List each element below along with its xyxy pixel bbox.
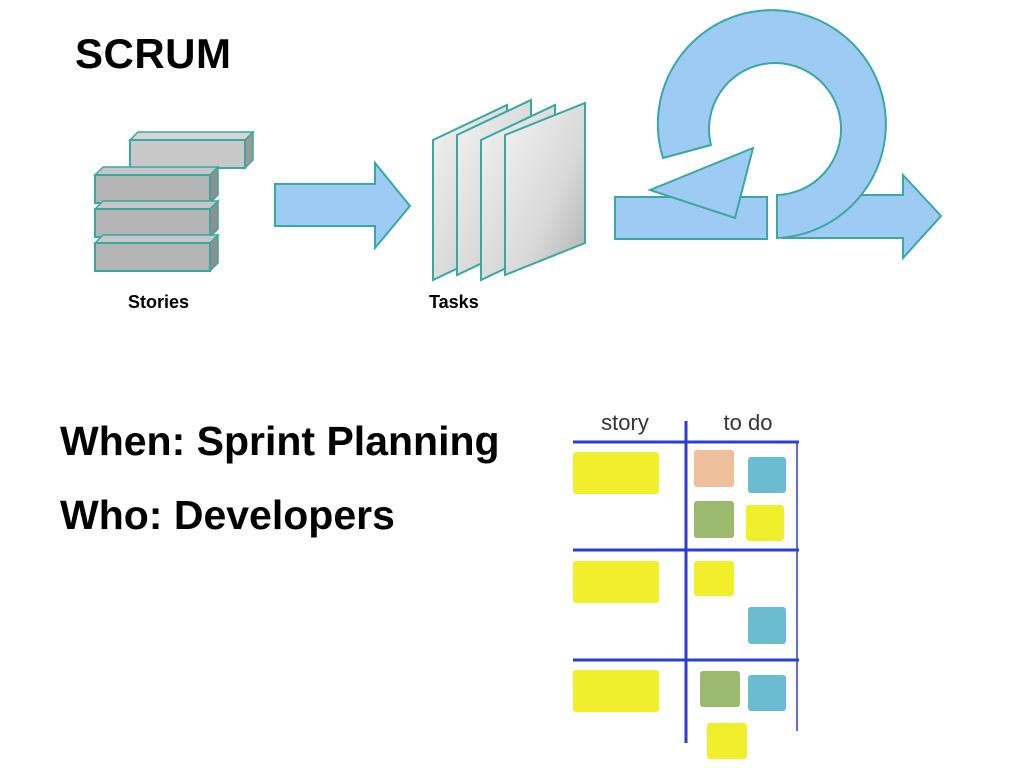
task-sticky-note — [707, 723, 747, 759]
task-sticky-note — [694, 561, 734, 596]
page-title: SCRUM — [75, 30, 232, 77]
task-sticky-note — [700, 671, 740, 707]
story-sticky-note — [573, 561, 659, 603]
story-column-header: story — [601, 410, 649, 435]
when-text: When: Sprint Planning — [60, 418, 500, 464]
task-sticky-note — [746, 505, 784, 541]
stories-label: Stories — [128, 292, 190, 312]
story-block — [93, 165, 220, 205]
todo-column-header: to do — [724, 410, 773, 435]
story-sticky-note — [573, 670, 659, 712]
stories-blocks-icon — [93, 130, 255, 273]
flow-arrow-icon — [274, 160, 412, 251]
task-sheet — [504, 101, 586, 277]
task-sticky-note — [694, 450, 734, 487]
task-sticky-note — [748, 607, 786, 644]
tasks-label: Tasks — [429, 292, 479, 312]
task-sticky-note — [748, 457, 786, 493]
sprint-cycle-icon — [614, 9, 943, 261]
tasks-sheets-icon — [432, 98, 586, 282]
task-board: story to do — [573, 410, 799, 759]
who-text: Who: Developers — [60, 492, 395, 538]
task-sticky-note — [748, 675, 786, 711]
story-block — [93, 199, 220, 239]
story-block — [93, 233, 220, 273]
story-sticky-note — [573, 452, 659, 494]
story-block — [128, 130, 255, 170]
task-sticky-note — [694, 501, 734, 538]
